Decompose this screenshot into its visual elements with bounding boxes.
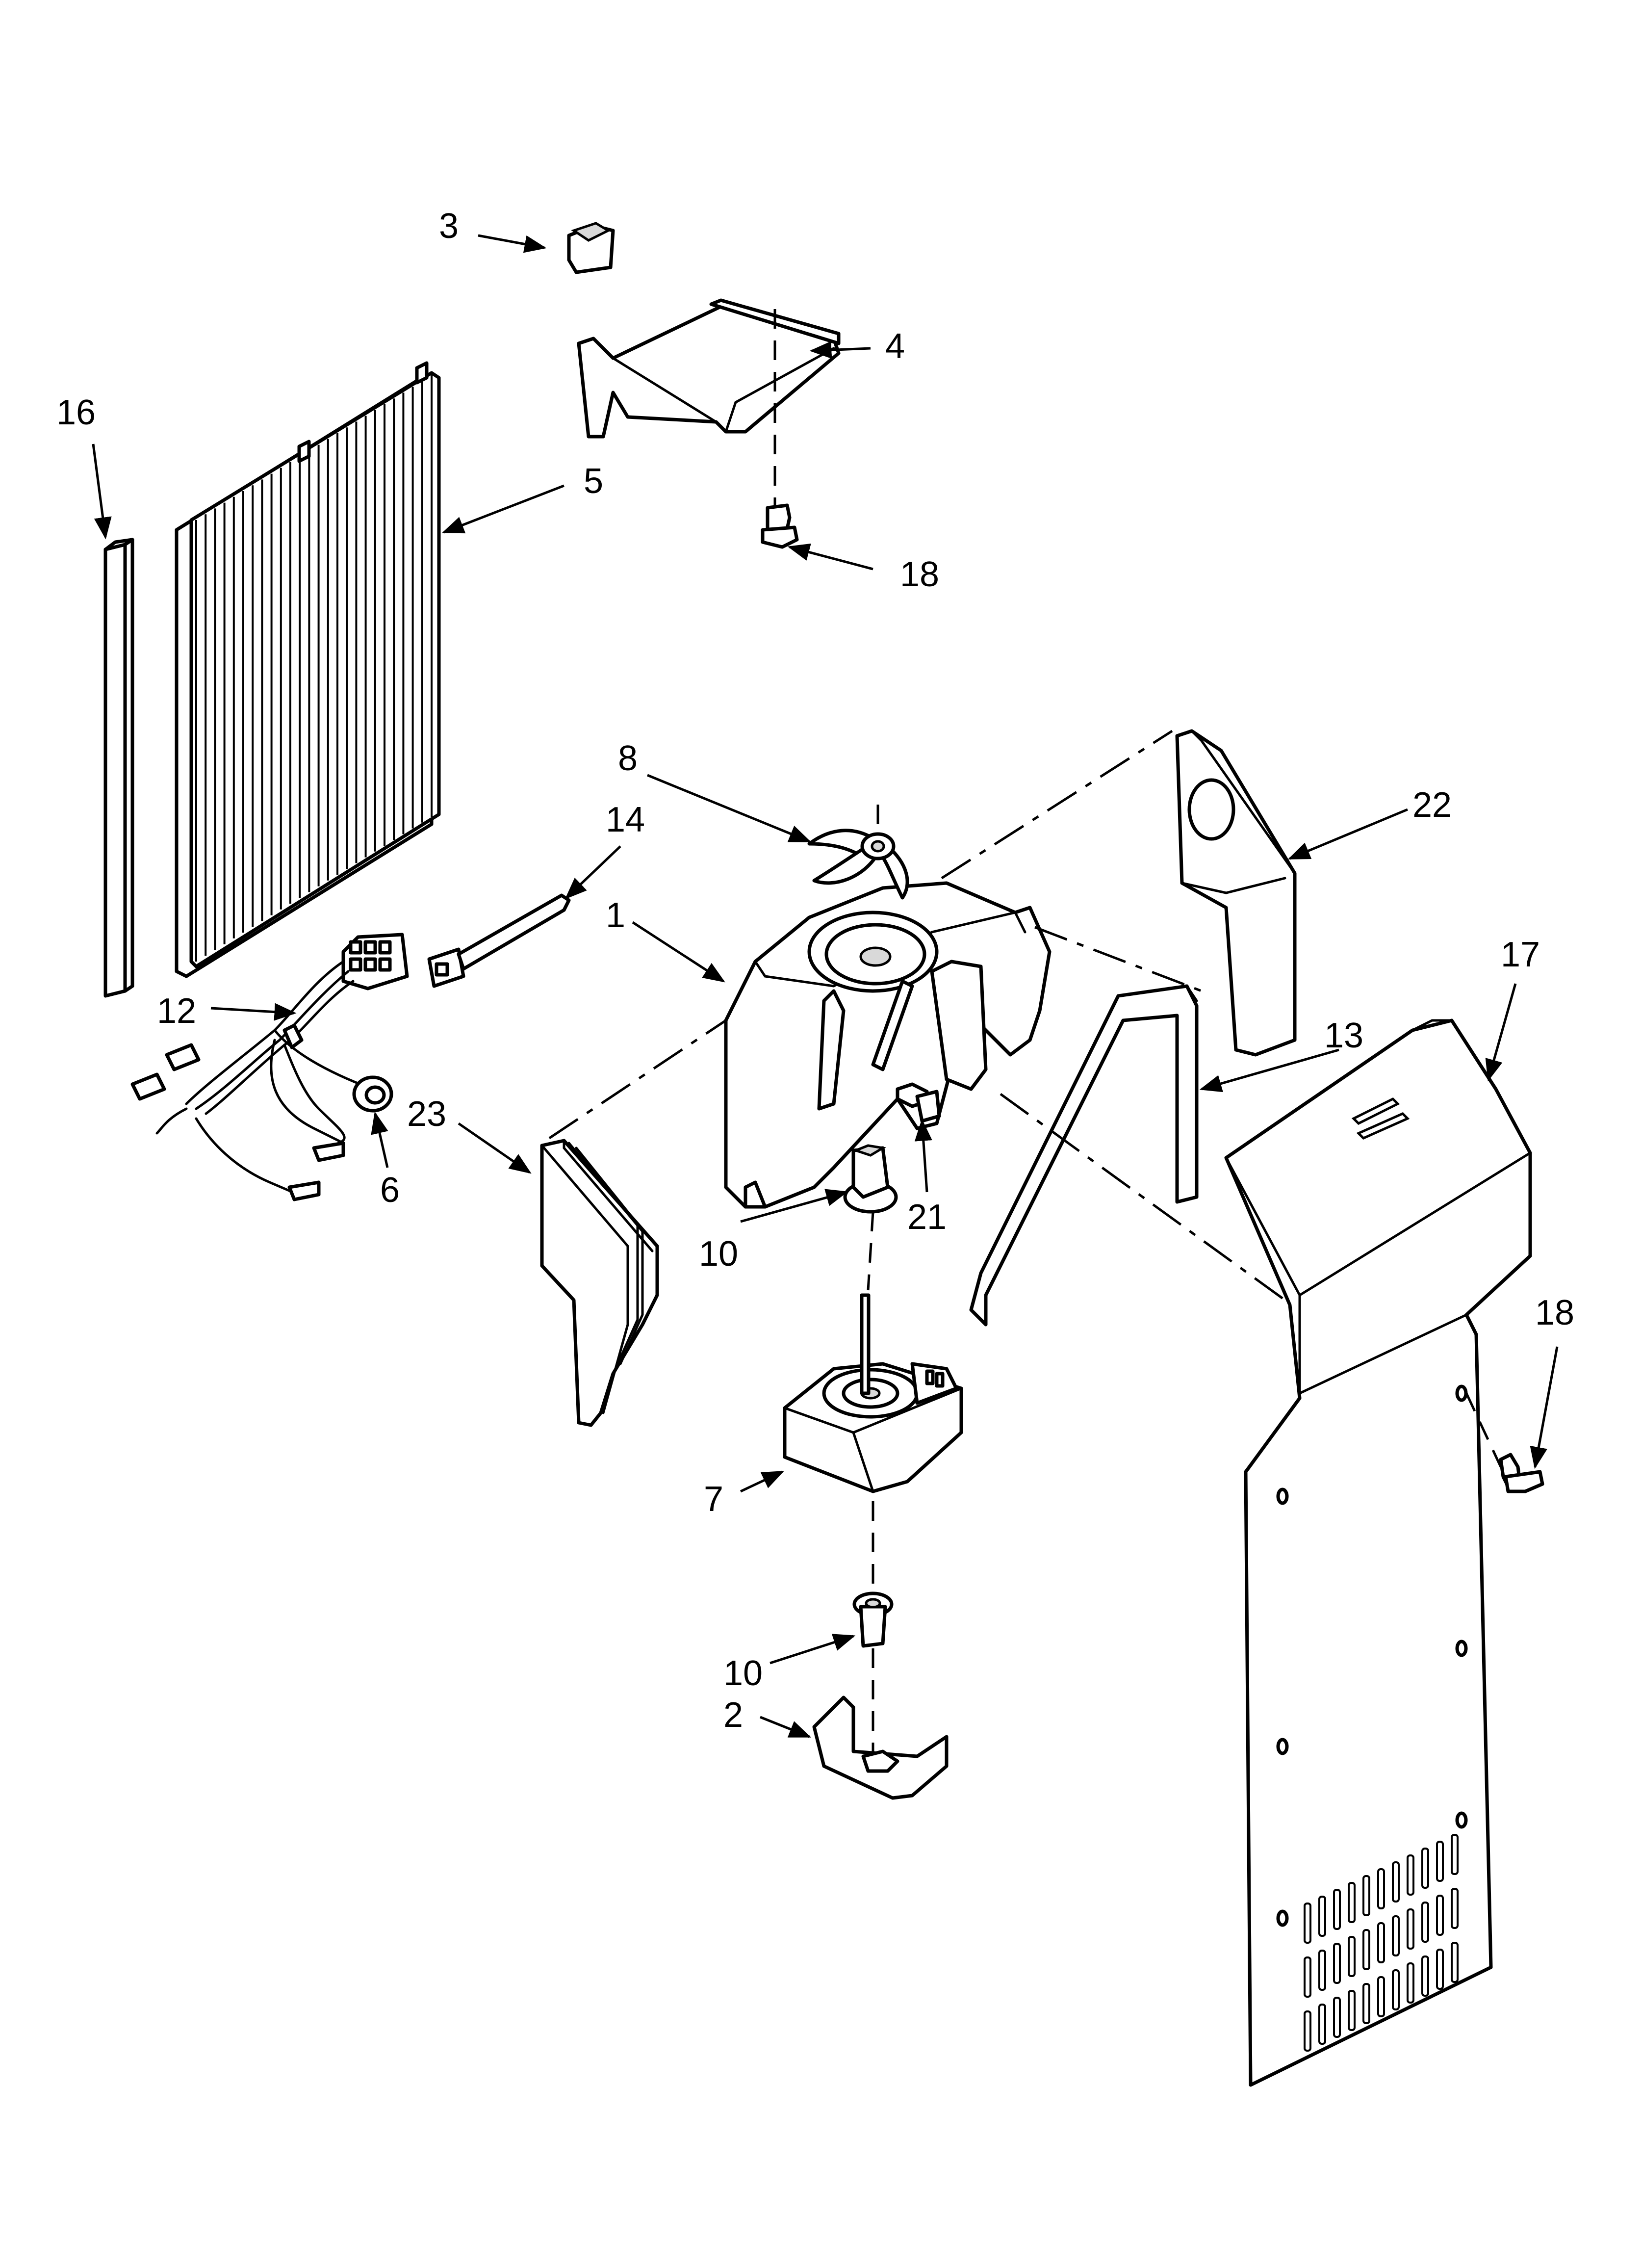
vent-slot	[1436, 1841, 1444, 1882]
part-3-clip	[567, 222, 615, 274]
part-1-fan-shroud	[724, 881, 1052, 1209]
callout-7: 7	[704, 1480, 723, 1519]
part-10-nut-upper	[843, 1144, 898, 1214]
part-22-side-panel	[1175, 729, 1297, 1057]
vent-slot	[1318, 1896, 1326, 1937]
vent-slot	[1377, 1868, 1385, 1909]
vent-slot	[1362, 1875, 1370, 1916]
vent-slot	[1451, 1942, 1459, 1983]
part-6-grommet	[352, 1075, 393, 1113]
assembly-lines	[548, 309, 1502, 1751]
callout-23: 23	[407, 1095, 446, 1134]
callout-17: 17	[1501, 935, 1540, 974]
callout-16: 16	[56, 393, 96, 432]
part-12-wire-harness	[130, 933, 409, 1201]
vent-slot	[1392, 1861, 1400, 1903]
vent-slot	[1304, 1956, 1311, 1998]
callout-10-lower: 10	[723, 1654, 763, 1693]
vent-slot	[1333, 1889, 1341, 1930]
part-18-screw-right	[1499, 1453, 1544, 1493]
vent-slot	[1377, 1922, 1385, 1963]
vent-slot	[1451, 1888, 1459, 1929]
vent-slot	[1348, 1936, 1356, 1977]
vent-slot	[1421, 1955, 1429, 1997]
part-2-bracket	[812, 1695, 949, 1800]
part-17-rear-panel	[1224, 1018, 1532, 2087]
vent-slot	[1362, 1929, 1370, 1970]
vent-slot	[1304, 1903, 1311, 1944]
vent-slot	[1436, 1949, 1444, 1990]
vent-slot	[1318, 2004, 1326, 2045]
vent-slot	[1348, 1990, 1356, 2031]
part-13-u-channel	[969, 984, 1199, 1327]
vent-slot	[1304, 2010, 1311, 2052]
vent-slot	[1392, 1969, 1400, 2010]
callout-5: 5	[584, 462, 603, 501]
vent-slot	[1407, 1854, 1414, 1896]
callout-14: 14	[606, 800, 645, 839]
callout-6: 6	[380, 1171, 400, 1210]
vent-slot	[1348, 1882, 1356, 1923]
part-8-fan-blade	[807, 829, 909, 900]
leader-lines	[92, 234, 1559, 1738]
part-10-bushing-lower	[852, 1591, 894, 1648]
vent-slot	[1392, 1915, 1400, 1956]
vent-slot	[1407, 1908, 1414, 1950]
callout-18-right: 18	[1535, 1293, 1574, 1332]
vent-slot	[1362, 1983, 1370, 2024]
vent-slot	[1421, 1848, 1429, 1889]
callout-22: 22	[1412, 785, 1452, 825]
part-16-strip	[103, 538, 134, 998]
callout-10-upper: 10	[699, 1234, 738, 1274]
callout-4: 4	[885, 327, 905, 366]
callout-labels: 3 4 16 5 18 8 14 1 22 17 12 13 6 23 21 1…	[56, 207, 1574, 1735]
part-5-grille	[175, 361, 441, 978]
callout-13: 13	[1324, 1016, 1363, 1055]
vent-slot	[1318, 1950, 1326, 1991]
vent-slot	[1377, 1976, 1385, 2017]
part-21-screw	[896, 1082, 941, 1123]
callout-2: 2	[723, 1695, 743, 1735]
vent-slot	[1407, 1962, 1414, 2004]
part-7-fan-motor	[783, 1293, 963, 1493]
part-18-screw-top	[761, 503, 799, 549]
vent-slot	[1333, 1943, 1341, 1984]
vent-slot	[1333, 1997, 1341, 2038]
part-23-side-panel	[540, 1139, 659, 1427]
callout-8: 8	[618, 739, 638, 778]
callout-1: 1	[606, 896, 625, 935]
callout-3: 3	[439, 207, 459, 246]
callout-21: 21	[907, 1198, 947, 1237]
callout-12: 12	[157, 991, 196, 1031]
vent-slot	[1436, 1895, 1444, 1936]
part-4-bracket	[577, 298, 841, 439]
part-14-cable-tie	[427, 893, 571, 988]
callout-18-top: 18	[900, 555, 939, 594]
vent-slot	[1451, 1834, 1459, 1875]
vent-slot	[1421, 1902, 1429, 1943]
